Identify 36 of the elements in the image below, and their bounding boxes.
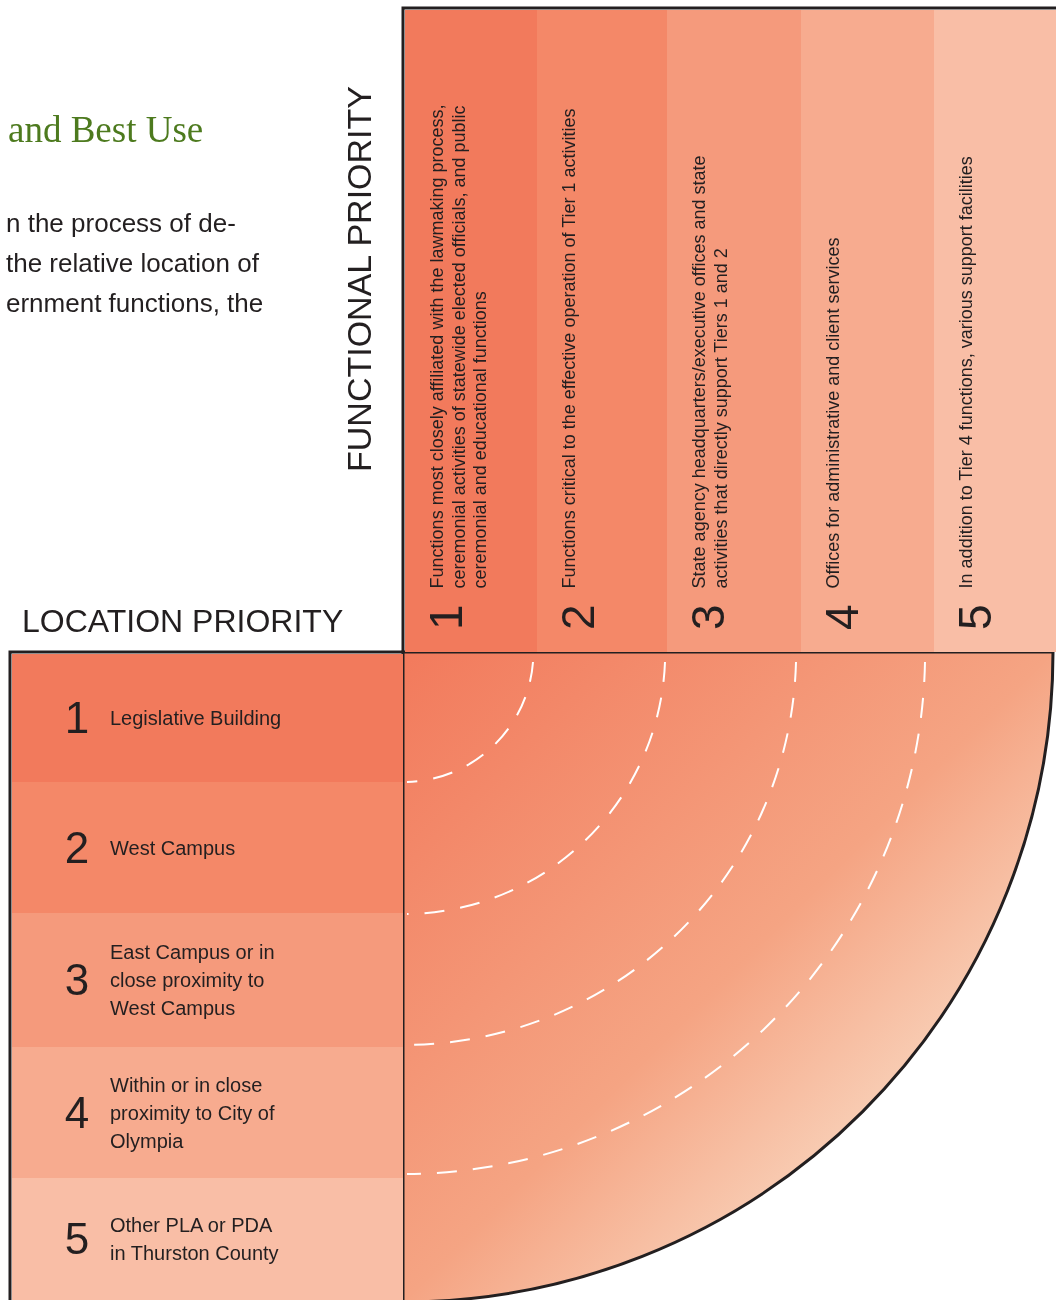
tier-number: 5: [63, 1217, 91, 1261]
tier-description: Functions most closely affiliated with the lawmaking process, ceremonial activities of statewide elected officials, and public ceremonial and educational functions: [427, 103, 492, 589]
axis-title: LOCATION PRIORITY: [22, 604, 344, 640]
tier-description: Functions critical to the effective operation of Tier 1 activities: [559, 107, 580, 589]
tier-description: State agency headquarters/executive offices and state activities that directly support Tiers 1 and 2: [689, 154, 732, 589]
axis-title: FUNCTIONAL PRIORITY: [342, 86, 376, 472]
tier-number: 3: [685, 604, 731, 630]
tier-column: [934, 10, 1056, 652]
location-row: [12, 1178, 403, 1300]
location-row: [12, 782, 403, 913]
tier-number: 4: [63, 1090, 91, 1135]
tier-column: [537, 10, 667, 652]
location-name: East Campus or in close proximity to West Campus: [110, 940, 276, 1021]
location-name: West Campus: [110, 835, 237, 861]
tier-number: 4: [819, 604, 865, 630]
tier-description: Offices for administrative and client services: [823, 236, 844, 589]
location-name: Legislative Building: [110, 706, 283, 731]
tier-number: 3: [63, 958, 91, 1002]
tier-column: [801, 10, 934, 652]
heading: and Best Use: [8, 108, 204, 151]
tier-number: 2: [555, 604, 601, 630]
tier-number: 2: [63, 825, 91, 870]
tier-number: 5: [952, 604, 998, 630]
tier-number: 1: [423, 604, 469, 630]
location-row: [12, 1047, 403, 1178]
paragraph-line: n the process of de-: [6, 208, 236, 239]
tier-column: [667, 10, 801, 652]
location-row: [12, 913, 403, 1047]
paragraph-line: ernment functions, the: [6, 288, 264, 319]
tier-description: In addition to Tier 4 functions, various support facilities: [956, 155, 977, 589]
location-name: Other PLA or PDA in Thurston County: [110, 1213, 280, 1266]
location-row: [12, 654, 403, 782]
location-name: Within or in close proximity to City of Olympia: [110, 1072, 276, 1154]
paragraph-line: the relative location of: [6, 248, 259, 279]
tier-column: [405, 10, 537, 652]
tier-number: 1: [63, 696, 91, 740]
